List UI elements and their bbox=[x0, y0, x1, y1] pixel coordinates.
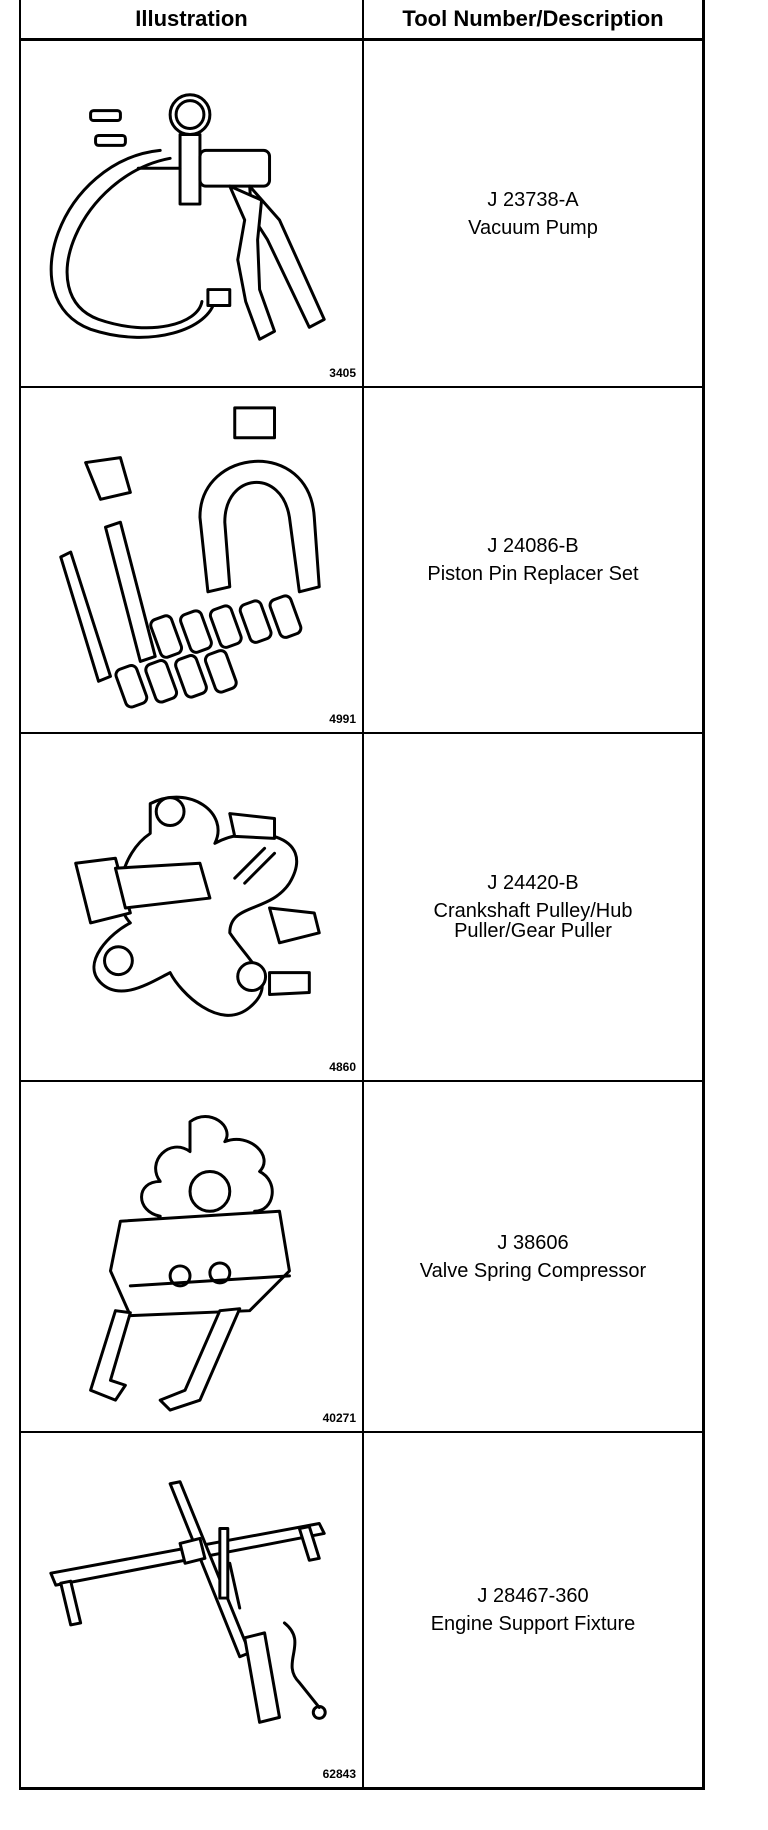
tool-description-cell: J 23738-A Vacuum Pump bbox=[364, 41, 702, 386]
table-row: 62843 J 28467-360 Engine Support Fixture bbox=[21, 1433, 702, 1787]
illustration-cell: 62843 bbox=[21, 1433, 364, 1787]
tool-description-cell: J 38606 Valve Spring Compressor bbox=[364, 1082, 702, 1431]
table-row: 40271 J 38606 Valve Spring Compressor bbox=[21, 1082, 702, 1433]
tool-description: Engine Support Fixture bbox=[430, 1613, 636, 1635]
pulley-puller-icon bbox=[74, 795, 321, 1017]
tool-description-line-2: Puller/Gear Puller bbox=[454, 920, 612, 942]
tool-number: J 28467-360 bbox=[477, 1585, 589, 1607]
tool-column-header: Tool Number/Description bbox=[402, 6, 664, 31]
engine-support-fixture-icon bbox=[49, 1480, 327, 1724]
tool-description-cell: J 24420-B Crankshaft Pulley/Hub Puller/G… bbox=[364, 734, 702, 1080]
figure-number: 4860 bbox=[329, 1060, 356, 1074]
valve-spring-compressor-icon bbox=[89, 1115, 291, 1412]
tool-number: J 38606 bbox=[497, 1231, 569, 1254]
illustration-cell: 40271 bbox=[21, 1082, 364, 1431]
tools-table: Illustration Tool Number/Description 340… bbox=[19, 0, 705, 1790]
piston-pin-replacer-icon bbox=[59, 406, 321, 709]
illustration-column-header: Illustration bbox=[21, 0, 364, 38]
vacuum-pump-icon bbox=[49, 93, 326, 341]
tool-description-cell: J 28467-360 Engine Support Fixture bbox=[364, 1433, 702, 1787]
table-row: 3405 J 23738-A Vacuum Pump bbox=[21, 41, 702, 388]
illustration-cell: 4860 bbox=[21, 734, 364, 1080]
table-row: 4860 J 24420-B Crankshaft Pulley/Hub Pul… bbox=[21, 734, 702, 1082]
table-header: Illustration Tool Number/Description bbox=[21, 0, 702, 41]
figure-number: 3405 bbox=[329, 366, 356, 380]
tool-description: Valve Spring Compressor bbox=[419, 1259, 647, 1282]
figure-number: 4991 bbox=[329, 712, 356, 726]
illustration-cell: 3405 bbox=[21, 41, 364, 386]
tool-description: Vacuum Pump bbox=[468, 216, 598, 239]
figure-number: 62843 bbox=[322, 1767, 356, 1781]
tool-description: Piston Pin Replacer Set bbox=[427, 563, 639, 585]
figure-number: 40271 bbox=[322, 1411, 356, 1425]
tool-description: Crankshaft Pulley/Hub bbox=[433, 900, 633, 922]
tool-number: J 23738-A bbox=[487, 188, 579, 211]
tool-description-cell: J 24086-B Piston Pin Replacer Set bbox=[364, 388, 702, 732]
table-row: 4991 J 24086-B Piston Pin Replacer Set bbox=[21, 388, 702, 734]
tool-number: J 24086-B bbox=[487, 535, 579, 557]
illustration-cell: 4991 bbox=[21, 388, 364, 732]
tool-number: J 24420-B bbox=[487, 872, 579, 894]
